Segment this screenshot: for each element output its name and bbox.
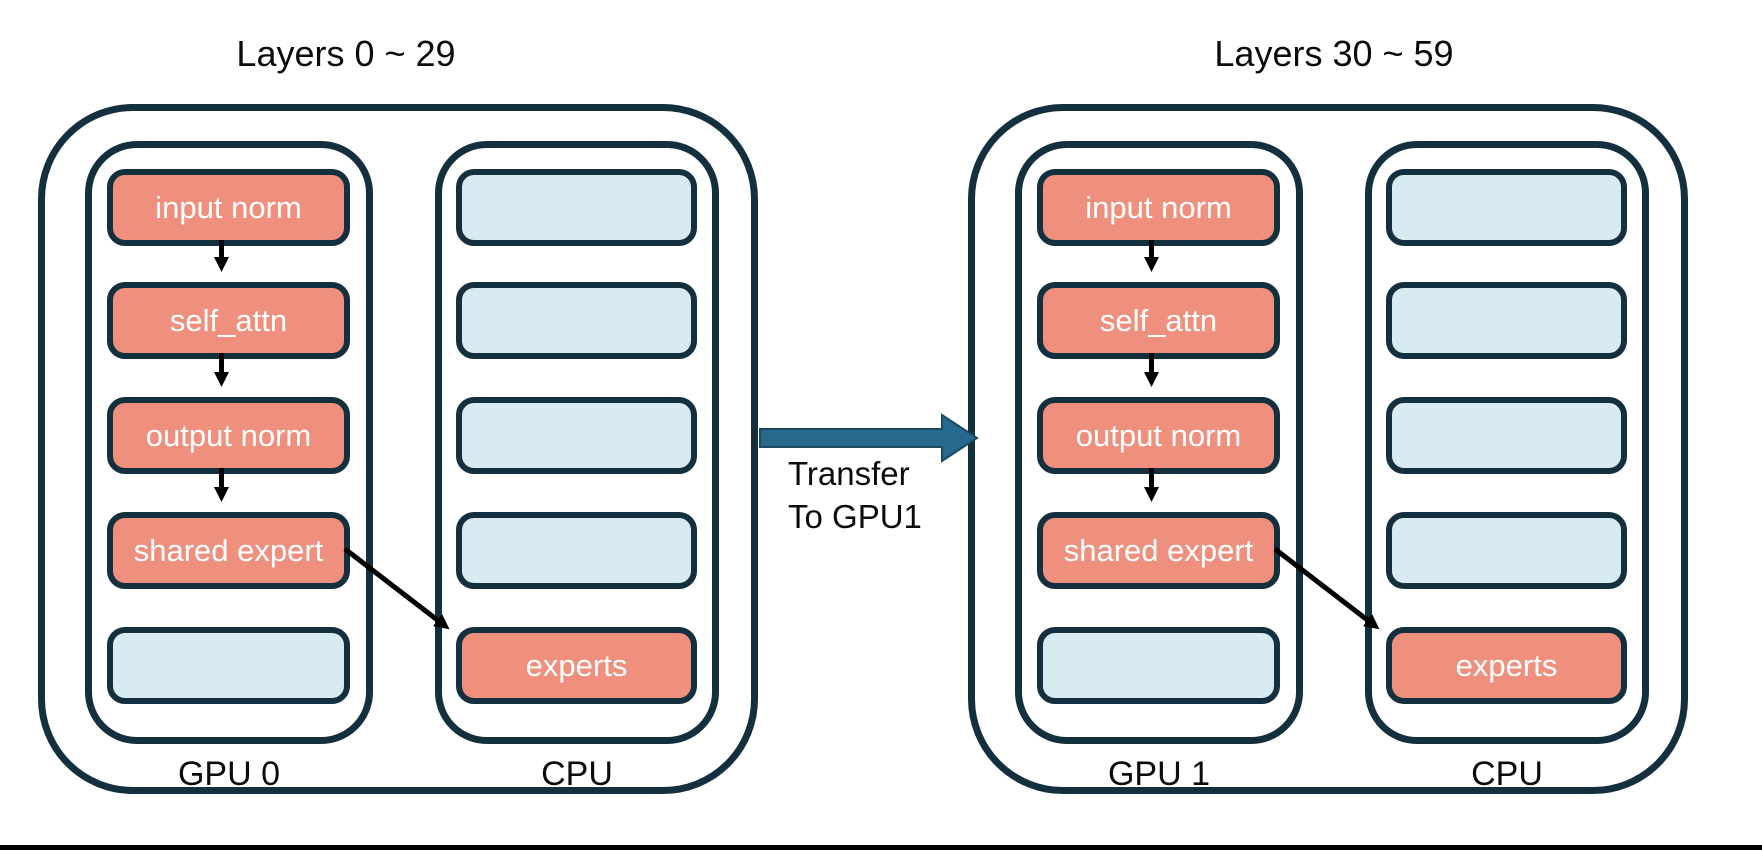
gpu-box-self-attn: self_attn (1037, 282, 1280, 359)
gpu-box-shared-expert: shared expert (107, 512, 350, 589)
cpu-box-empty (456, 397, 697, 474)
group-title: Layers 30 ~ 59 (1214, 33, 1454, 74)
cpu-box-experts: experts (456, 627, 697, 704)
layer-group-container: input norm self_attn output norm shared … (968, 104, 1688, 794)
gpu-box-shared-expert: shared expert (1037, 512, 1280, 589)
gpu-label: GPU 0 (177, 755, 281, 793)
gpu-box-self-attn: self_attn (107, 282, 350, 359)
layer-group-container: input norm self_attn output norm shared … (38, 104, 758, 794)
gpu-box-output-norm: output norm (107, 397, 350, 474)
cpu-box-empty (1386, 169, 1627, 246)
cpu-box-empty (1386, 397, 1627, 474)
cpu-label: CPU (1471, 755, 1543, 793)
cpu-box-empty (1386, 282, 1627, 359)
cpu-box-empty (456, 512, 697, 589)
cpu-box-empty (456, 282, 697, 359)
cpu-box-empty (456, 169, 697, 246)
gpu-box-input-norm: input norm (1037, 169, 1280, 246)
gpu-box-empty (107, 627, 350, 704)
transfer-label-line2: To GPU1 (788, 498, 922, 535)
layer-group-0: Layers 0 ~ 29 input norm self_attn outpu… (38, 33, 758, 794)
layer-group-1: Layers 30 ~ 59 input norm self_attn outp… (968, 33, 1688, 794)
cpu-label: CPU (541, 755, 613, 793)
gpu-box-empty (1037, 627, 1280, 704)
gpu-box-input-norm: input norm (107, 169, 350, 246)
transfer-label: Transfer To GPU1 (788, 452, 922, 538)
gpu-label: GPU 1 (1107, 755, 1211, 793)
cpu-box-empty (1386, 512, 1627, 589)
cpu-box-experts: experts (1386, 627, 1627, 704)
bottom-edge-line (0, 845, 1762, 850)
group-title: Layers 0 ~ 29 (236, 33, 456, 74)
transfer-label-line1: Transfer (788, 455, 910, 492)
gpu-box-output-norm: output norm (1037, 397, 1280, 474)
